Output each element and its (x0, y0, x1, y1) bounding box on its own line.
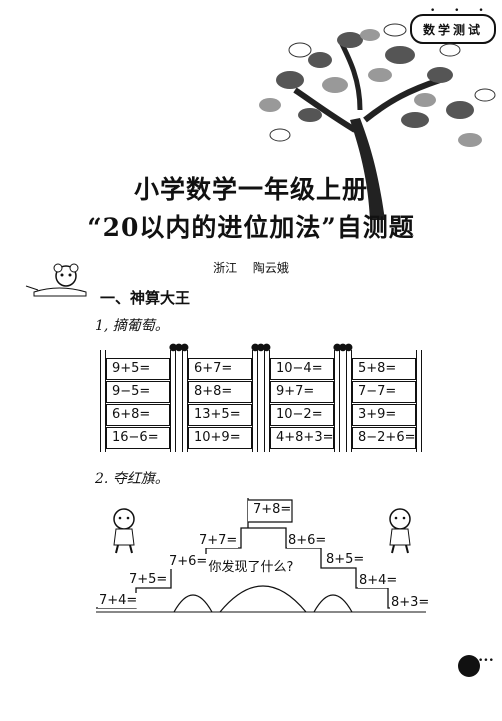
author-region: 浙江 (213, 261, 238, 275)
step-problem-left-4[interactable]: 7+7= (198, 533, 239, 548)
problem-cell[interactable]: 9+7= (270, 381, 334, 403)
step-problem-left-2[interactable]: 7+5= (128, 572, 169, 587)
ladder-3: ●●● 10−4= 9+7= 10−2= 4+8+3= (264, 342, 353, 452)
author-line: 浙江 陶云娥 (0, 259, 502, 276)
child-left-icon (113, 508, 135, 554)
question-2-label: 2. 夺红旗。 (95, 471, 169, 487)
author-name: 陶云娥 (252, 261, 289, 275)
section-title: 一、神算大王 (100, 289, 191, 307)
problem-cell[interactable]: 6+7= (188, 358, 252, 380)
problem-cell[interactable]: 10+9= (188, 427, 252, 449)
page-title-line1: 小学数学一年级上册 (133, 175, 368, 204)
problem-cell[interactable]: 7−7= (352, 381, 416, 403)
grapes-icon: ●●● (168, 342, 189, 353)
ladder-4: 5+8= 7−7= 3+9= 8−2+6= (346, 350, 422, 452)
step-problem-right-4[interactable]: 8+3= (390, 595, 431, 610)
badge-decoration: • • • (430, 6, 492, 16)
step-problem-right-2[interactable]: 8+5= (325, 552, 366, 567)
tree-illustration (259, 23, 496, 220)
step-problem-right-3[interactable]: 8+4= (358, 573, 399, 588)
problem-cell[interactable]: 3+9= (352, 404, 416, 426)
staircase-diagram (96, 498, 426, 613)
problem-cell[interactable]: 16−6= (106, 427, 170, 449)
problem-cell[interactable]: 10−4= (270, 358, 334, 380)
page-marker-dot (458, 655, 480, 677)
child-right-icon (389, 508, 411, 554)
question-1-label: 1, 摘葡萄。 (95, 318, 169, 334)
problem-cell[interactable]: 9+5= (106, 358, 170, 380)
problem-cell[interactable]: 8−2+6= (352, 427, 416, 449)
problem-cell[interactable]: 13+5= (188, 404, 252, 426)
problem-cell[interactable]: 5+8= (352, 358, 416, 380)
problem-cell[interactable]: 9−5= (106, 381, 170, 403)
step-problem-left-1[interactable]: 7+4= (98, 593, 139, 608)
step-problem-right-1[interactable]: 8+6= (287, 533, 328, 548)
problem-cell[interactable]: 8+8= (188, 381, 252, 403)
grapes-icon: ●●● (332, 342, 353, 353)
step-problem-left-3[interactable]: 7+6= (168, 554, 209, 569)
problem-cell[interactable]: 6+8= (106, 404, 170, 426)
page-marker-decoration: ••• (478, 656, 494, 666)
grapes-icon: ●●● (250, 342, 271, 353)
ladder-2: ●●● 6+7= 8+8= 13+5= 10+9= (182, 342, 271, 452)
problem-cell[interactable]: 10−2= (270, 404, 334, 426)
header-badge: 数学测试 (410, 14, 496, 44)
discovery-question: 你发现了什么? (208, 560, 294, 575)
ladder-1: ●●● 9+5= 9−5= 6+8= 16−6= (100, 342, 189, 452)
reading-mascot-icon (25, 263, 87, 297)
flag-problem[interactable]: 7+8= (253, 502, 292, 517)
problem-cell[interactable]: 4+8+3= (270, 427, 334, 449)
page-title-line2: “20以内的进位加法”自测题 (87, 213, 415, 242)
